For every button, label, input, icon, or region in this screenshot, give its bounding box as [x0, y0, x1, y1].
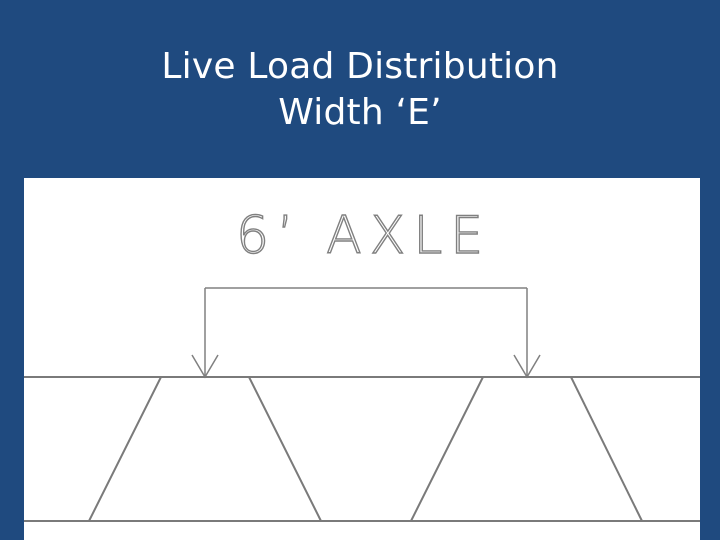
diagram-canvas: 6’ AXLE: [24, 205, 700, 522]
right-load-spread-line-2: [570, 376, 643, 522]
right-load-spread-line-1: [410, 376, 484, 522]
left-load-spread-line-1: [88, 376, 162, 522]
axle-label: 6’ AXLE: [236, 206, 491, 266]
title-line-1: Live Load Distribution: [161, 46, 559, 87]
left-load-spread-line-2: [248, 376, 322, 522]
axle-dimension-bracket: [191, 287, 541, 379]
axle-load-diagram: 6’ AXLE: [24, 178, 700, 540]
title-line-2: Width ‘E’: [278, 92, 442, 133]
load-distribution-trapezoids: [88, 376, 643, 522]
slide-title: Live Load Distribution Width ‘E’: [0, 44, 720, 136]
